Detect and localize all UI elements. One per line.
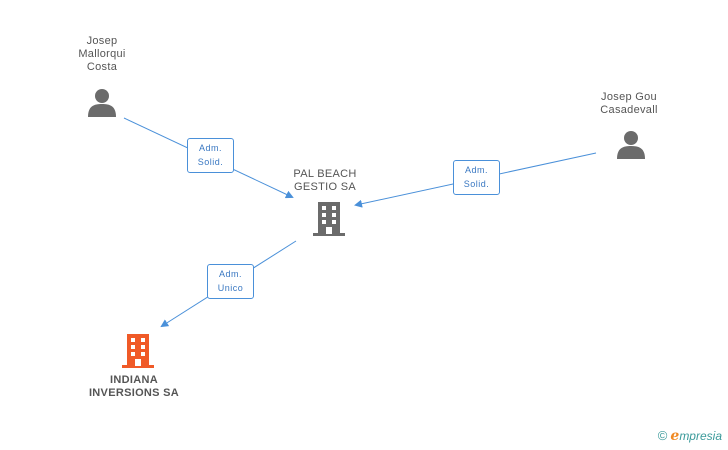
label-line: Josep Gou	[601, 91, 657, 103]
copyright-symbol: ©	[657, 428, 668, 443]
label-line: Costa	[86, 61, 118, 73]
node-label-josep-mallorqui[interactable]: Josep Mallorqui Costa	[60, 35, 144, 74]
label-line: GESTIO SA	[294, 181, 356, 193]
label-line: Mallorqui	[78, 48, 126, 60]
node-label-pal-beach[interactable]: PAL BEACH GESTIO SA	[280, 168, 370, 194]
label-line: INDIANA	[110, 374, 158, 386]
building-icon[interactable]	[121, 333, 155, 369]
footer-brand: ©empresia	[658, 428, 722, 444]
node-label-indiana[interactable]: INDIANA INVERSIONS SA	[74, 374, 194, 400]
label-line: INVERSIONS SA	[88, 387, 180, 399]
edge-label-line: Unico	[217, 283, 244, 293]
edge-label-mallorqui-palbeach[interactable]: Adm. Solid.	[187, 138, 234, 173]
edge-label-line: Solid.	[197, 157, 224, 167]
label-line: Casadevall	[600, 104, 658, 116]
edge-label-line: Adm.	[218, 269, 242, 279]
edge-label-line: Solid.	[463, 179, 490, 189]
edge-label-gou-palbeach[interactable]: Adm. Solid.	[453, 160, 500, 195]
edge-label-line: Adm.	[198, 143, 222, 153]
edge-label-line: Adm.	[464, 165, 488, 175]
building-icon[interactable]	[312, 201, 346, 237]
person-icon[interactable]	[87, 88, 117, 118]
node-label-josep-gou[interactable]: Josep Gou Casadevall	[584, 91, 674, 117]
label-line: Josep	[86, 35, 118, 47]
edge-label-palbeach-indiana[interactable]: Adm. Unico	[207, 264, 254, 299]
person-icon[interactable]	[616, 130, 646, 160]
label-line: PAL BEACH	[293, 168, 357, 180]
empresia-logo-text: mpresia	[679, 429, 722, 443]
empresia-logo-initial: e	[670, 428, 680, 444]
